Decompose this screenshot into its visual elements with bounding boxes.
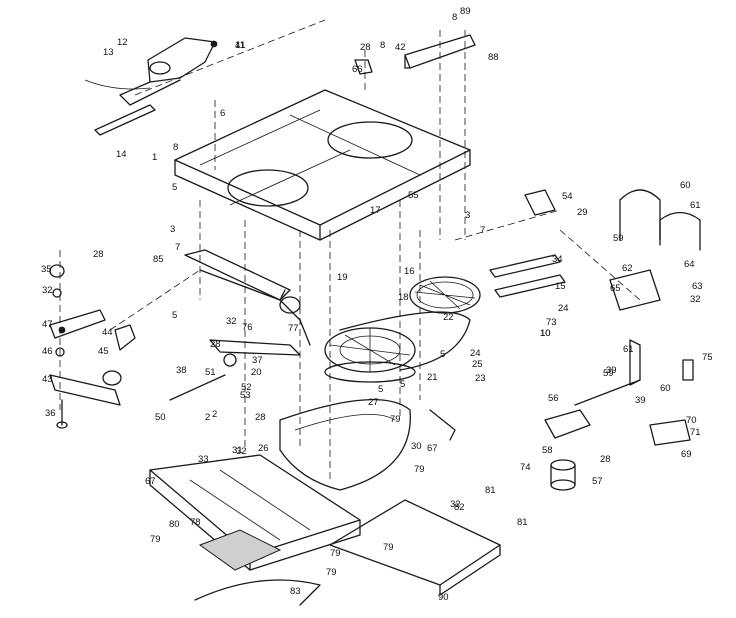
alignment-lines	[59, 19, 641, 480]
shaft-assembly	[169, 296, 311, 401]
bracket-69	[649, 419, 691, 446]
rail-81	[329, 499, 501, 596]
u-bolt-61	[659, 211, 701, 251]
arm-60	[574, 339, 641, 406]
washer-32	[52, 288, 62, 298]
base-85	[194, 579, 321, 606]
plate-62	[609, 269, 661, 311]
bracket-56	[544, 409, 591, 439]
frame-78	[149, 454, 361, 571]
strip-14	[94, 104, 156, 136]
gear-16	[409, 276, 481, 314]
washer-46	[55, 347, 65, 357]
bracket-54	[524, 189, 556, 216]
knob-45	[114, 324, 136, 351]
rail-15	[489, 254, 566, 298]
can-57	[550, 459, 576, 491]
plate-89	[404, 34, 476, 69]
clip-67	[429, 409, 456, 441]
lever-43	[49, 370, 122, 406]
belt-22	[339, 311, 471, 371]
u-bolt-60	[619, 189, 661, 241]
support-rail	[184, 249, 291, 301]
top-frame	[174, 89, 471, 241]
clip-66	[354, 59, 373, 75]
bracket-assembly-11	[84, 37, 218, 106]
pan-30	[279, 398, 411, 491]
cap-75	[682, 359, 694, 381]
lever-47	[49, 309, 106, 339]
nut-35	[49, 264, 65, 278]
bracket-80	[198, 529, 282, 571]
turntable-21	[324, 327, 416, 383]
bolt-36	[56, 399, 68, 429]
